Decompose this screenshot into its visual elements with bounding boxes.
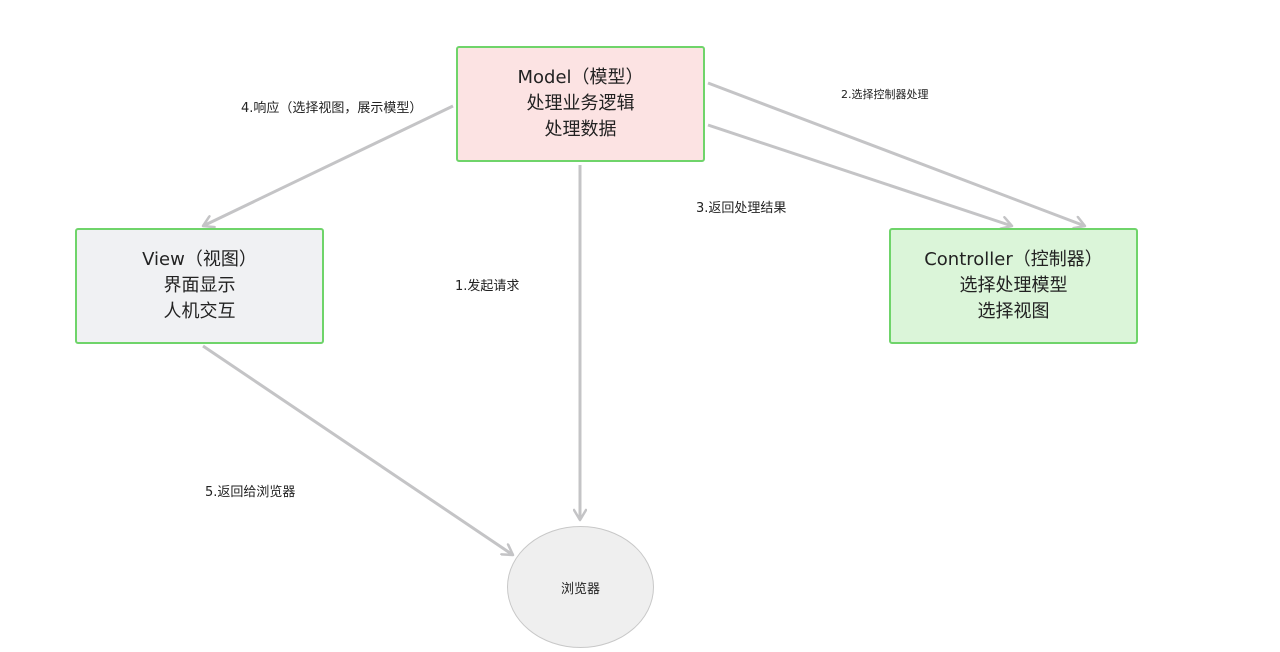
view-line-3: 人机交互: [163, 301, 236, 322]
model-line-2: 处理业务逻辑: [526, 93, 635, 114]
edge-arrow-3: [707, 123, 1012, 226]
controller-node: Controller（控制器） 选择处理模型 选择视图: [889, 228, 1138, 344]
view-line-2: 界面显示: [163, 275, 236, 296]
view-title: View（视图）: [142, 249, 257, 270]
controller-line-2: 选择处理模型: [959, 275, 1068, 296]
view-node: View（视图） 界面显示 人机交互: [75, 228, 324, 344]
edge-label-5: 5.返回给浏览器: [205, 485, 296, 500]
edge-label-1: 1.发起请求: [455, 279, 520, 294]
browser-label: 浏览器: [560, 581, 600, 597]
edge-label-2: 2.选择控制器处理: [841, 88, 929, 101]
model-title: Model（模型）: [517, 67, 644, 88]
edge-label-4: 4.响应（选择视图，展示模型）: [241, 101, 423, 116]
model-line-3: 处理数据: [544, 119, 617, 140]
controller-line-3: 选择视图: [977, 301, 1050, 322]
edge-arrow-2: [707, 81, 1085, 226]
controller-title: Controller（控制器）: [924, 249, 1103, 270]
edge-label-3: 3.返回处理结果: [696, 201, 787, 216]
edge-arrow-4: [203, 104, 454, 226]
edge-arrow-5: [202, 344, 513, 555]
browser-node: 浏览器: [507, 526, 654, 648]
model-node: Model（模型） 处理业务逻辑 处理数据: [456, 46, 705, 162]
